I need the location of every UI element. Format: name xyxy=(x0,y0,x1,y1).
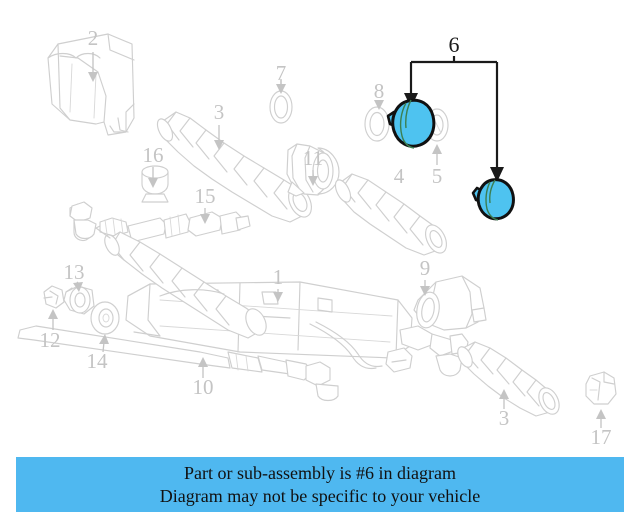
highlighted-parts-layer xyxy=(386,98,515,221)
callout-17: 17 xyxy=(591,409,612,449)
callout-4: 4 xyxy=(394,164,405,188)
callout-11: 11 xyxy=(303,146,323,186)
part-clip-17 xyxy=(585,371,617,405)
callout-layer: 2 16 3 7 xyxy=(40,26,612,449)
callout-label-7: 7 xyxy=(276,61,287,85)
callout-label-13: 13 xyxy=(64,260,85,284)
info-banner: Part or sub-assembly is #6 in diagram Di… xyxy=(16,457,624,512)
callout-label-15: 15 xyxy=(195,184,216,208)
highlighted-part-boot-clamp-upper xyxy=(386,98,436,149)
callout-label-3a: 3 xyxy=(214,100,225,124)
part-o-ring-8 xyxy=(364,106,390,142)
callout-label-11: 11 xyxy=(303,146,323,170)
callout-12: 12 xyxy=(40,309,61,352)
callout-label-6: 6 xyxy=(449,32,460,57)
callout-label-9: 9 xyxy=(420,256,431,280)
callout-label-5: 5 xyxy=(432,164,443,188)
part-bellows-boot-3-upper xyxy=(156,111,312,223)
part-bellows-11 xyxy=(286,143,340,197)
callout-10: 10 xyxy=(193,357,214,399)
callout-1: 1 xyxy=(273,265,284,302)
callout-label-2: 2 xyxy=(88,26,99,50)
callout-13: 13 xyxy=(64,260,85,292)
callout-5: 5 xyxy=(432,144,443,188)
callout-14: 14 xyxy=(87,334,109,373)
part-dust-shield-9 xyxy=(413,275,487,331)
callout-2: 2 xyxy=(88,26,99,82)
part-bushing-14 xyxy=(90,301,120,335)
callout-label-1: 1 xyxy=(273,265,284,289)
callout-3-upper: 3 xyxy=(214,100,225,150)
callout-label-10: 10 xyxy=(193,375,214,399)
part-nut-12 xyxy=(43,285,65,309)
highlighted-part-boot-clamp-lower xyxy=(471,178,515,221)
callout-16: 16 xyxy=(143,143,164,188)
callout-8: 8 xyxy=(374,79,385,110)
callout-label-17: 17 xyxy=(591,425,612,449)
callout-label-14: 14 xyxy=(87,349,109,373)
callout-7: 7 xyxy=(276,61,287,94)
callout-9: 9 xyxy=(420,256,431,296)
part-bellows-boot-3-lower xyxy=(457,341,560,417)
callout-label-16: 16 xyxy=(143,143,164,167)
part-bellows-boot-3-mid xyxy=(334,173,447,256)
callout-label-12: 12 xyxy=(40,328,61,352)
part-inner-tie-rod-10 xyxy=(17,325,339,402)
callout-3-lower: 3 xyxy=(499,389,510,430)
banner-line-2: Diagram may not be specific to your vehi… xyxy=(159,485,481,506)
line-art-layer xyxy=(17,33,617,417)
callout-15: 15 xyxy=(195,184,216,224)
part-o-ring-7 xyxy=(269,90,293,124)
callout-label-3b: 3 xyxy=(499,406,510,430)
banner-line-1: Part or sub-assembly is #6 in diagram xyxy=(184,463,456,483)
part-bushing-13 xyxy=(63,285,95,315)
part-outer-tie-rod-15 xyxy=(69,203,251,243)
callout-label-8: 8 xyxy=(374,79,385,103)
callout-label-4: 4 xyxy=(394,164,405,188)
